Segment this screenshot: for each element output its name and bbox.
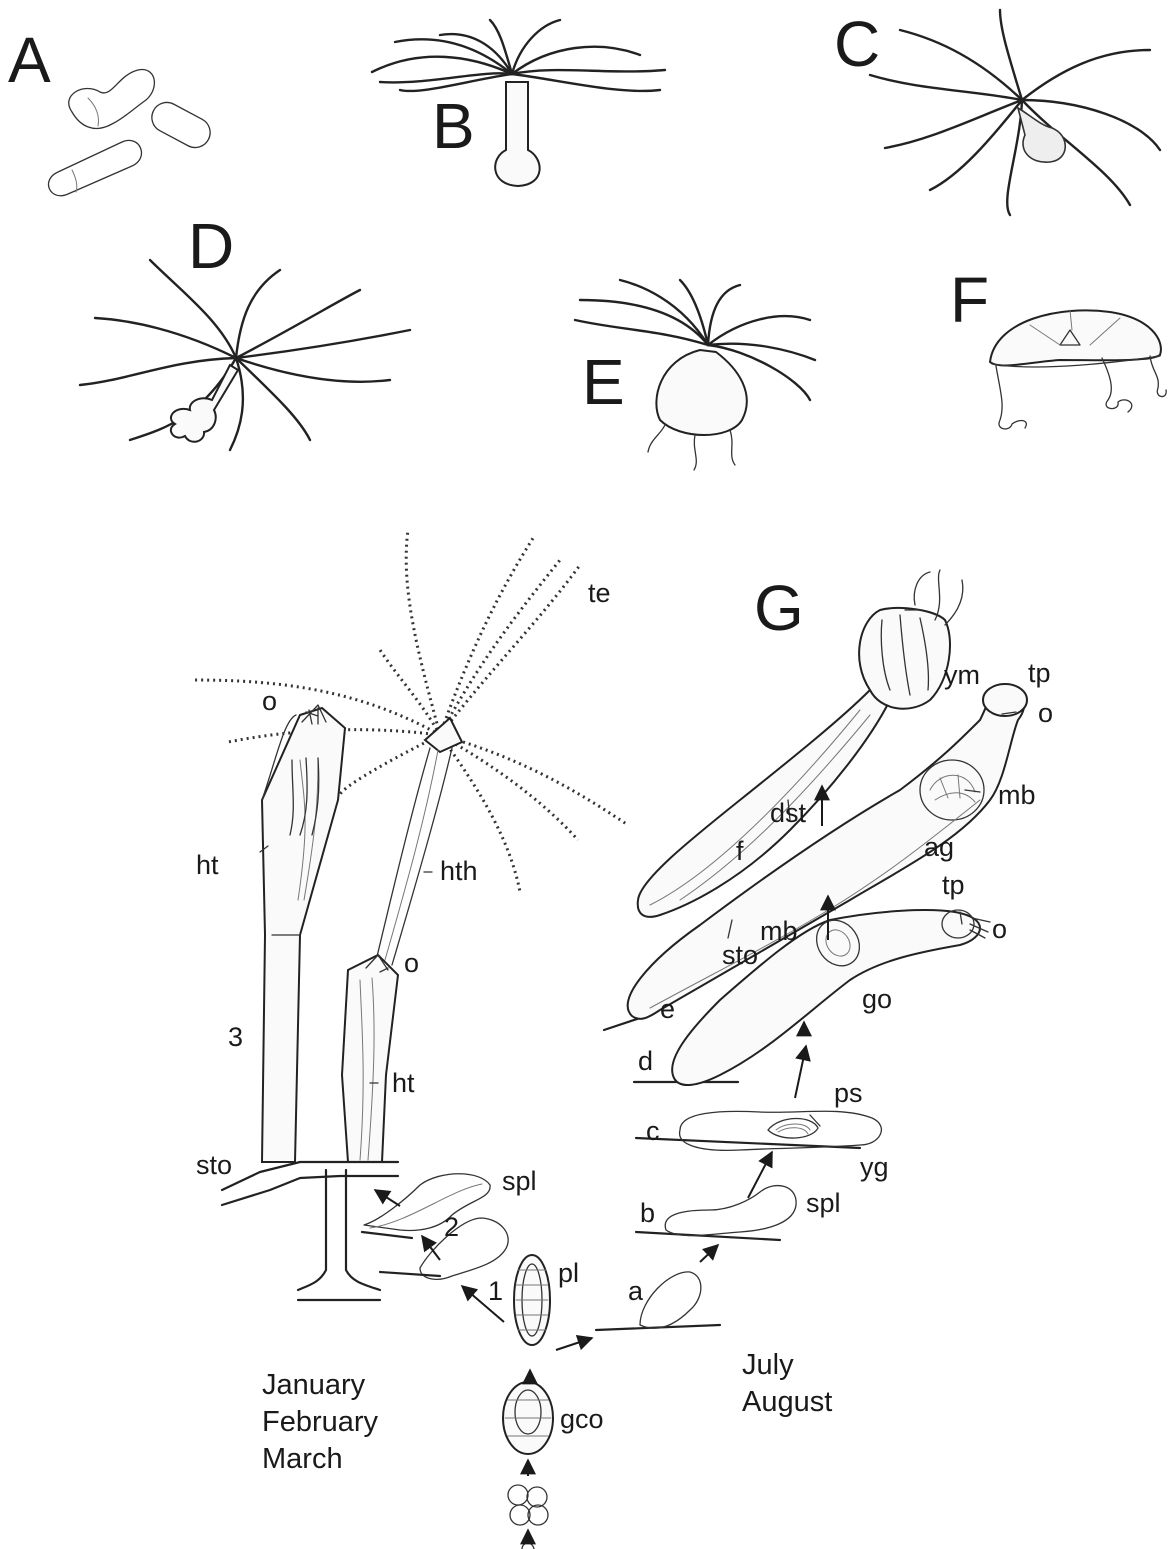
panel-letter-d: D [188, 210, 234, 282]
panel-letter-e: E [582, 346, 625, 418]
panel-g-life-cycle: G [195, 530, 1053, 1549]
panel-letter-b: B [432, 90, 475, 162]
label-hth: hth [440, 856, 478, 886]
arrow-b-to-c [748, 1152, 772, 1198]
label-o-upper: o [1038, 698, 1053, 728]
panel-letter-c: C [834, 8, 880, 80]
arrow-to-2 [422, 1236, 440, 1260]
stolon-left [222, 1162, 398, 1300]
season-summer: July August [742, 1349, 832, 1418]
hydrotheca-left [262, 705, 345, 1162]
label-dst: dst [770, 798, 807, 828]
label-ht-mid: ht [392, 1068, 415, 1098]
medusa-bud-bell [656, 350, 746, 435]
label-a: a [628, 1276, 644, 1306]
hydrotheca-middle [342, 955, 398, 1162]
label-b: b [640, 1198, 655, 1228]
panel-letter-g: G [754, 572, 804, 644]
stage-a-planula [640, 1272, 701, 1328]
label-spl-left: spl [502, 1166, 537, 1196]
label-pl: pl [558, 1258, 579, 1288]
arrow-c-to-d [795, 1046, 806, 1098]
cleavage-stage [508, 1485, 548, 1525]
label-tp-upper: tp [1028, 658, 1051, 688]
panel-e-medusa-bud: E [575, 280, 815, 470]
season-august: August [742, 1386, 832, 1418]
label-tp-lower: tp [942, 870, 965, 900]
panel-letter-f: F [950, 264, 989, 336]
label-ps: ps [834, 1078, 863, 1108]
label-c: c [646, 1116, 660, 1146]
panel-letter-a: A [8, 24, 51, 96]
arrow-to-3 [375, 1190, 400, 1206]
panel-b-primary-polyp: B [372, 20, 665, 186]
label-f: f [736, 836, 744, 866]
planula-a2 [147, 97, 216, 153]
label-1: 1 [488, 1276, 503, 1306]
polyp-c-body [1018, 108, 1065, 162]
label-go: go [862, 984, 892, 1014]
label-mb-lower: mb [760, 916, 798, 946]
early-development [503, 1255, 553, 1549]
panel-c-polyp: C [834, 8, 1160, 215]
label-sto-right: sto [722, 940, 758, 970]
hydranth-head [425, 718, 462, 752]
panel-a-planulae: A [8, 24, 215, 196]
stage-b-stolon [665, 1186, 796, 1236]
panel-d-budding-polyp: D [80, 210, 410, 450]
label-ag: ag [924, 832, 954, 862]
season-july: July [742, 1349, 794, 1381]
label-3: 3 [228, 1022, 243, 1052]
label-spl-right: spl [806, 1188, 841, 1218]
primary-polyp-body [495, 82, 539, 186]
planula-a1 [69, 70, 155, 129]
planulae-settling-left [362, 1174, 508, 1280]
label-gco: gco [560, 1404, 604, 1434]
hydranth-hth [195, 530, 628, 965]
label-ym: ym [944, 660, 980, 690]
label-mb-upper: mb [998, 780, 1036, 810]
label-o-left: o [262, 686, 277, 716]
label-d: d [638, 1046, 653, 1076]
label-ht-left: ht [196, 850, 219, 880]
label-te: te [588, 578, 611, 608]
arrow-a-to-b [700, 1245, 718, 1262]
label-e: e [660, 994, 675, 1024]
label-yg: yg [860, 1152, 889, 1182]
arrow-pl-to-a [556, 1338, 592, 1350]
label-o-mid: o [404, 948, 419, 978]
season-february: February [262, 1406, 379, 1438]
season-winter: January February March [262, 1369, 379, 1475]
planula-a3 [49, 140, 142, 195]
label-sto-left: sto [196, 1150, 232, 1180]
label-2: 2 [444, 1212, 459, 1242]
polyp-d-body [171, 365, 238, 442]
season-march: March [262, 1443, 343, 1475]
label-o-lower: o [992, 914, 1007, 944]
panel-f-medusa: F [950, 264, 1166, 429]
season-january: January [262, 1369, 366, 1401]
